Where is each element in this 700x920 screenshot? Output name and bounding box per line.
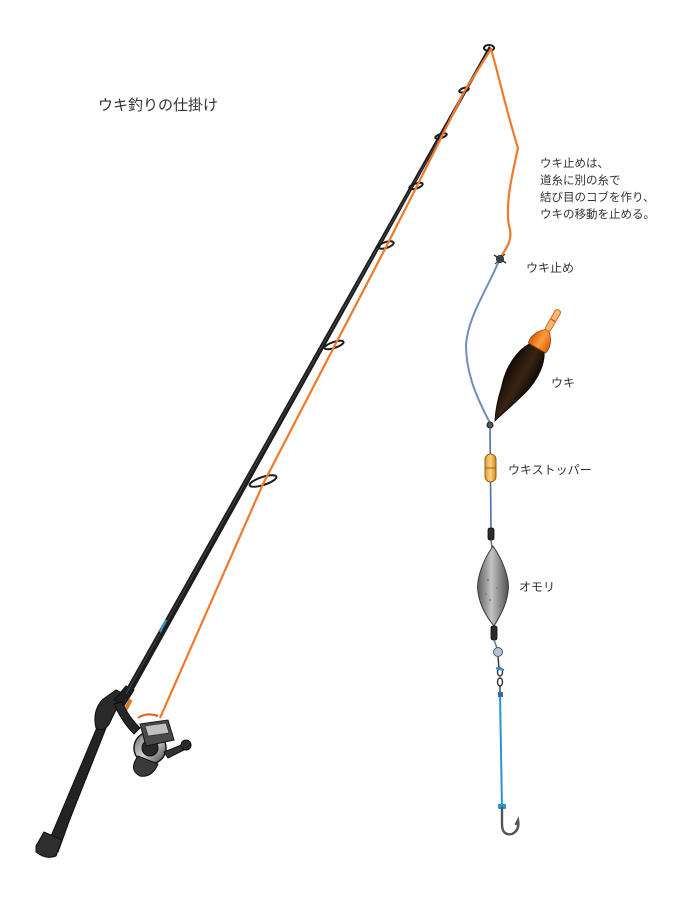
note-line: 結び目のコブを作り、 bbox=[540, 190, 655, 204]
float-stop-knot bbox=[493, 253, 507, 265]
leader-line bbox=[499, 693, 503, 809]
sinker-line-top bbox=[490, 539, 493, 549]
float bbox=[494, 309, 561, 423]
rod-guides bbox=[248, 44, 495, 488]
float-stopper bbox=[484, 453, 497, 483]
guide-2 bbox=[323, 339, 345, 351]
fishing-rod bbox=[35, 44, 495, 858]
cushion-bead bbox=[493, 647, 503, 657]
hook-keeper bbox=[159, 619, 167, 633]
diagram-title: ウキ釣りの仕掛け bbox=[98, 96, 219, 114]
reel-handle-knob bbox=[180, 739, 192, 751]
line-below-sinker bbox=[493, 639, 498, 649]
rod-blank-highlight bbox=[125, 49, 490, 695]
float-line bbox=[464, 257, 501, 424]
reel-foot bbox=[113, 701, 141, 735]
leader-knot-mark bbox=[495, 666, 505, 672]
float-stop-note: ウキ止めは、 道糸に別の糸で 結び目のコブを作り、 ウキの移動を止める。 bbox=[540, 155, 655, 223]
reel-spool-line bbox=[144, 722, 170, 737]
guide-1 bbox=[248, 474, 278, 488]
sinker-texture bbox=[485, 578, 501, 607]
label-float-stop: ウキ止め bbox=[526, 261, 575, 275]
label-float-stopper: ウキストッパー bbox=[508, 463, 592, 477]
hook-knot bbox=[498, 804, 506, 809]
snap-swivel bbox=[496, 656, 504, 694]
hook bbox=[500, 806, 520, 836]
rod-butt-cap bbox=[35, 831, 63, 858]
float-tip-band bbox=[550, 318, 556, 323]
sinker-swivel-bottom bbox=[490, 625, 498, 641]
float-top bbox=[527, 328, 551, 354]
note-line: ウキ止めは、 bbox=[540, 156, 609, 170]
rod-blank bbox=[122, 46, 491, 700]
float-connector bbox=[486, 421, 494, 429]
reel-lower-body bbox=[133, 755, 159, 777]
note-line: 道糸に別の糸で bbox=[540, 173, 621, 187]
label-float: ウキ bbox=[551, 376, 576, 390]
leader-connector bbox=[498, 692, 503, 697]
rod-butt bbox=[45, 724, 107, 853]
reel-bail bbox=[137, 713, 159, 719]
sinker bbox=[477, 545, 509, 627]
sinker-swivel-top bbox=[487, 527, 495, 541]
guide-3 bbox=[377, 240, 395, 250]
note-line: ウキの移動を止める。 bbox=[540, 207, 655, 221]
spinning-reel bbox=[113, 701, 192, 777]
main-line bbox=[158, 47, 520, 719]
rod-grip-ring bbox=[123, 698, 133, 712]
float-body bbox=[494, 340, 545, 423]
label-sinker: オモリ bbox=[519, 580, 556, 594]
